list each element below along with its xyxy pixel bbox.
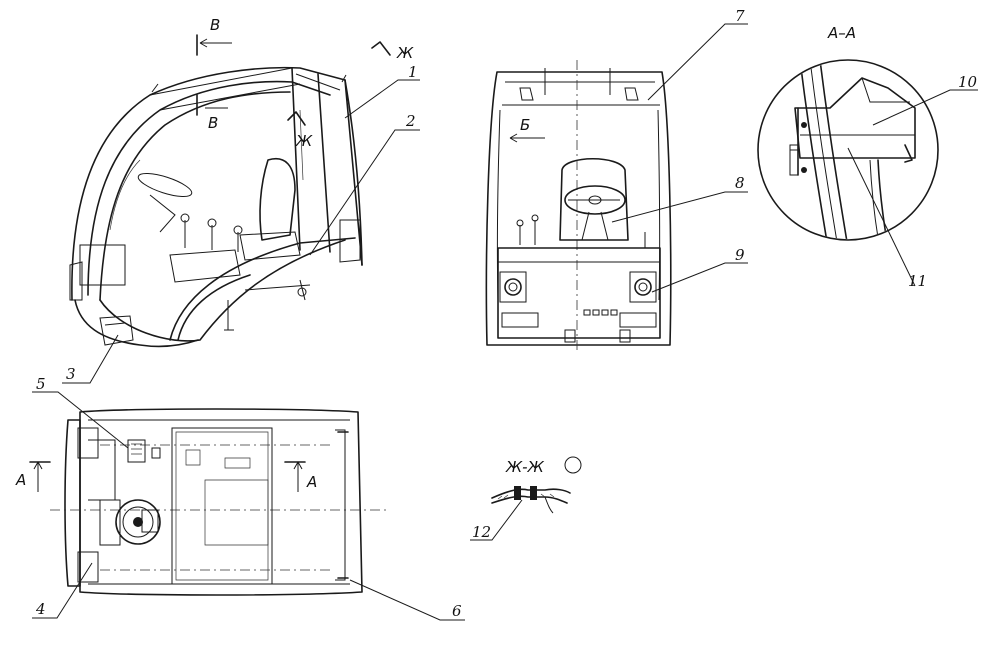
section-mark-a-right: А <box>284 461 317 492</box>
section-mark-a-left: А <box>15 461 51 492</box>
callout-9: 9 <box>651 246 748 293</box>
section-label-a-right: А <box>306 473 317 491</box>
section-mark-zh-top: Ж <box>371 41 414 62</box>
callout-7-number: 7 <box>735 7 745 25</box>
section-mark-zh-mid: Ж <box>287 111 313 150</box>
callout-3: 3 <box>62 334 119 384</box>
callout-4: 4 <box>32 562 93 619</box>
callout-12: 12 <box>470 499 523 541</box>
callout-5-number: 5 <box>36 375 46 393</box>
callout-2: 2 <box>309 112 420 256</box>
callout-7: 7 <box>647 7 748 101</box>
cab-top-view <box>50 408 390 596</box>
section-aa-title: А–А <box>827 24 856 42</box>
section-aa-detail: А–А <box>757 24 939 241</box>
callout-11-number: 11 <box>908 272 927 290</box>
section-label-zh-top: Ж <box>396 44 414 62</box>
callout-8-number: 8 <box>735 174 745 192</box>
callout-5: 5 <box>32 375 129 449</box>
cab-isometric-view <box>69 66 363 348</box>
section-label-a-left: А <box>15 471 26 489</box>
callout-1: 1 <box>344 63 420 119</box>
callout-6-number: 6 <box>452 602 462 620</box>
section-mark-b-cyr: Б <box>509 116 545 143</box>
callout-9-number: 9 <box>735 246 745 264</box>
callout-11: 11 <box>847 147 927 290</box>
callout-6: 6 <box>349 579 465 621</box>
callout-12-number: 12 <box>472 523 491 541</box>
callout-4-number: 4 <box>35 600 46 618</box>
section-mark-b-top: В <box>196 16 232 56</box>
callout-8: 8 <box>611 174 748 223</box>
callout-10: 10 <box>872 73 978 126</box>
callout-1-number: 1 <box>408 63 418 81</box>
section-label-b-top: В <box>210 16 220 34</box>
section-zhzh-detail: Ж-Ж <box>491 456 582 514</box>
section-label-b-bottom: В <box>208 114 218 132</box>
section-label-zh-mid: Ж <box>295 132 313 150</box>
section-zhzh-title: Ж-Ж <box>505 458 545 476</box>
callout-2-number: 2 <box>405 112 416 130</box>
callout-10-number: 10 <box>958 73 978 91</box>
cab-front-view <box>485 60 672 350</box>
section-label-b-cyr: Б <box>520 116 530 134</box>
callout-3-number: 3 <box>66 365 76 383</box>
section-mark-b-bottom: В <box>196 94 228 132</box>
